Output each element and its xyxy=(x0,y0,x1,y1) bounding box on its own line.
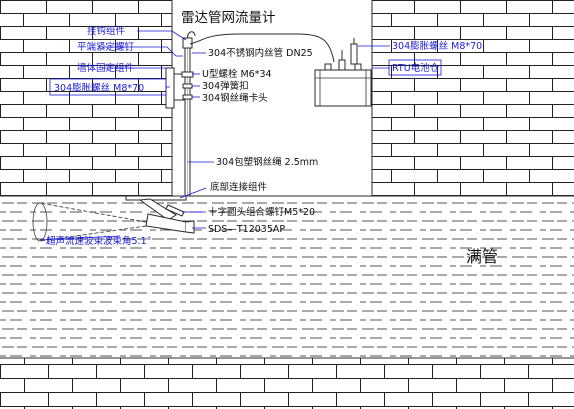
bottom-connector xyxy=(138,198,177,221)
bottom-brick-wall xyxy=(0,358,574,409)
diagram-title: 雷达管网流量计 xyxy=(181,10,276,26)
wire-clamp xyxy=(182,94,193,100)
label-u-bolt: U型螺栓 M6*34 xyxy=(202,68,272,80)
label-expansion-right: 304膨胀螺丝 M8*70 xyxy=(392,40,482,52)
label-wire-clamp: 304钢丝绳卡头 xyxy=(202,92,268,104)
water-label: 满管 xyxy=(466,247,498,266)
label-wall-mount: 墙体固定组件 xyxy=(77,62,135,74)
label-coated-wire: 304包塑钢丝绳 2.5mm xyxy=(216,156,318,168)
label-spring-clip: 304弹簧扣 xyxy=(202,80,249,92)
beam-end xyxy=(32,202,48,242)
left-brick-wall xyxy=(0,0,172,196)
cross-screw xyxy=(165,204,185,217)
label-bottom-assy: 底部连接组件 xyxy=(210,181,268,193)
water-body xyxy=(0,196,574,358)
rtu-battery-box-icon xyxy=(314,50,372,107)
label-cross-screw: 十字圆头组合螺钉M5*20 xyxy=(208,206,315,218)
antenna-icon xyxy=(350,38,358,65)
right-brick-wall xyxy=(372,0,574,196)
hook-top xyxy=(182,37,193,49)
label-expansion-left: 304膨胀螺丝 M8*70 xyxy=(54,82,144,94)
wall-bracket xyxy=(165,67,175,109)
label-hook: 挂钩组件 xyxy=(87,25,126,37)
spring-clip xyxy=(182,83,193,89)
u-bolt xyxy=(181,71,194,78)
label-beam-angle: 超声流速波束波束角5.1° xyxy=(46,235,151,247)
hook-curve xyxy=(187,31,196,39)
sensor-probe-icon xyxy=(145,213,195,234)
label-sensor-model: SDS—T12035AP xyxy=(208,224,285,235)
bottom-plate xyxy=(125,195,187,201)
label-end-screw: 平端紧定螺钉 xyxy=(77,41,135,53)
signal-cable xyxy=(189,33,335,63)
label-ss-tube: 304不锈钢内丝管 DN25 xyxy=(208,47,313,59)
label-rtu: RTU电池仓 xyxy=(392,62,440,74)
